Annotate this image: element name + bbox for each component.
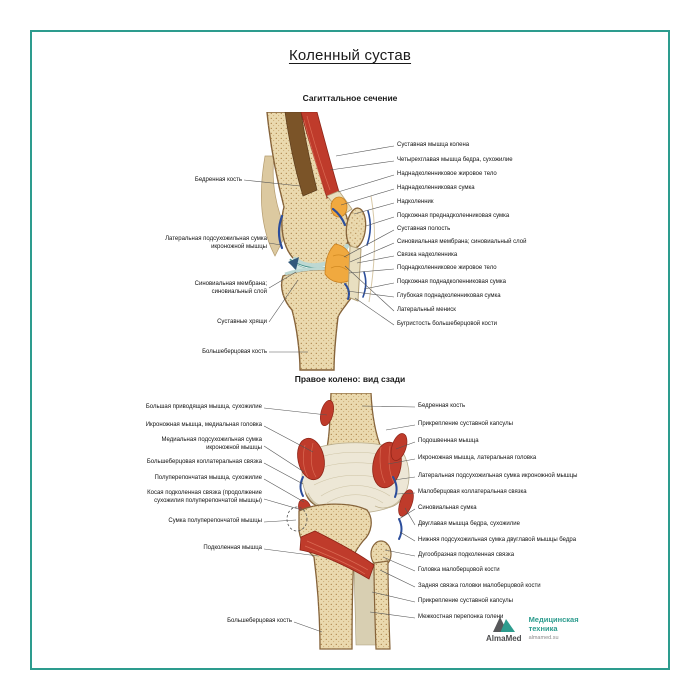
lateral-gastrocnemius-bursa-shape bbox=[392, 476, 398, 498]
label-femur-posterior: Бедренная кость bbox=[418, 403, 466, 409]
label-lateral-gastrocnemius-bursa: Латеральная подсухожильная сумка икронож… bbox=[165, 236, 267, 250]
tibia-bone-shape bbox=[280, 269, 356, 371]
label-medial-gastrocnemius-bursa: Медиальная подсухожильная сумка икроножн… bbox=[161, 437, 262, 451]
label-tibia: Большеберцовая кость bbox=[202, 349, 267, 355]
label-oblique-popliteal-ligament: Косая подколенная связка (продолжение су… bbox=[147, 490, 262, 504]
label-subcutaneous-infrapatellar-bursa: Подкожная поднадколенниковая сумка bbox=[397, 279, 506, 285]
gastrocnemius-bursa-shape bbox=[277, 214, 284, 250]
poster-title: Коленный сустав bbox=[288, 47, 412, 64]
medial-meniscus-shape bbox=[288, 257, 299, 270]
label-quadriceps-tendon: Четырехглавая мышца бедра, сухожилие bbox=[397, 157, 513, 163]
label-lateral-gastrocnemius-bursa-post: Латеральная подсухожильная сумка икронож… bbox=[418, 473, 578, 479]
label-lateral-gastrocnemius: Икроножная мышца, латеральная головка bbox=[418, 455, 537, 461]
label-interosseous-membrane: Межкостная перепонка голени bbox=[418, 614, 504, 620]
label-semimembranosus: Полуперепончатая мышца, сухожилие bbox=[154, 475, 262, 481]
prepatellar-bursa-shape bbox=[366, 210, 372, 246]
label-prepatellar-bursa: Подкожная преднадколенниковая сумка bbox=[397, 213, 510, 219]
label-infrapatellar-fat-pad: Поднадколенниковое жировое тело bbox=[397, 265, 497, 271]
label-tibia-posterior: Большеберцовая кость bbox=[227, 618, 292, 624]
sagittal-knee-illustration bbox=[261, 112, 376, 371]
label-medial-gastrocnemius: Икроножная мышца, медиальная головка bbox=[145, 422, 262, 428]
label-articularis-genus: Суставная мышца колена bbox=[397, 142, 470, 148]
almamed-tagline: Медицинская техника almamed.su bbox=[528, 615, 579, 642]
medial-gastrocnemius-bursa-shape bbox=[299, 476, 304, 497]
label-suprapatellar-bursa: Наднадколенниковая сумка bbox=[397, 185, 475, 191]
label-biceps-femoris-bursa: Нижняя подсухожильная сумка двуглавой мы… bbox=[418, 537, 577, 543]
label-lateral-meniscus: Латеральный мениск bbox=[397, 307, 456, 313]
label-capsule-attachment-lower: Прикрепление суставной капсулы bbox=[418, 598, 513, 604]
suprapatellar-bursa-shape bbox=[331, 207, 347, 227]
subcutaneous-infrapatellar-bursa-shape bbox=[362, 271, 367, 298]
label-capsule-attachment-upper: Прикрепление суставной капсулы bbox=[418, 421, 513, 427]
almamed-logo-left: AlmaMed bbox=[486, 616, 522, 643]
synovial-bursa-shape bbox=[398, 518, 403, 540]
label-arcuate-popliteal-ligament: Дугообразная подколенная связка bbox=[418, 552, 515, 558]
label-biceps-femoris: Двуглавая мышца бедра, сухожилие bbox=[418, 521, 520, 527]
label-synovial-membrane-left: Синовиальная мембрана; синовиальный слой bbox=[194, 281, 267, 295]
almamed-tagline-line1: Медицинская bbox=[528, 615, 579, 624]
label-popliteus: Подколенная мышца bbox=[203, 545, 262, 551]
patella-bone-shape bbox=[345, 207, 367, 249]
label-femur: Бедренная кость bbox=[194, 177, 242, 183]
label-synovial-bursa: Синовиальная сумка bbox=[418, 505, 477, 511]
label-synovial-membrane-right: Синовиальная мембрана; синовиальный слой bbox=[397, 239, 527, 245]
label-joint-cavity: Суставная полость bbox=[397, 226, 451, 232]
label-suprapatellar-fat-pad: Наднадколенниковое жировое тело bbox=[397, 171, 497, 177]
label-patella: Надколенник bbox=[397, 199, 434, 205]
sagittal-section-subtitle: Сагиттальное сечение bbox=[302, 93, 398, 103]
almamed-logo: AlmaMed Медицинская техника almamed.su bbox=[486, 615, 579, 643]
almamed-tagline-line2: техника bbox=[528, 623, 558, 633]
label-fibular-collateral-ligament: Малоберцовая коллатеральная связка bbox=[418, 489, 527, 495]
almamed-logo-mark-icon bbox=[492, 617, 515, 632]
label-posterior-fibular-head-ligament: Задняя связка головки малоберцовой кости bbox=[418, 583, 541, 589]
label-deep-infrapatellar-bursa: Глубокая поднадколенниковая сумка bbox=[397, 293, 501, 299]
label-articular-cartilage: Суставные хрящи bbox=[217, 319, 267, 325]
posterior-view-subtitle: Правое колено: вид сзади bbox=[294, 374, 406, 384]
label-adductor-magnus: Большая приводящая мышца, сухожилие bbox=[145, 404, 262, 410]
label-fibula-head: Головка малоберцовой кости bbox=[418, 567, 500, 573]
almamed-site-text: almamed.su bbox=[528, 635, 559, 642]
label-patellar-ligament: Связка надколенника bbox=[397, 252, 458, 258]
label-plantaris: Подошвенная мышца bbox=[418, 438, 479, 444]
label-semimembranosus-bursa: Сумка полуперепончатой мышцы bbox=[168, 518, 262, 524]
label-tibial-collateral-ligament: Большеберцовая коллатеральная связка bbox=[146, 459, 262, 465]
skin-line-shape bbox=[368, 195, 376, 303]
label-tibial-tuberosity: Бугристость большеберцовой кости bbox=[397, 321, 497, 327]
almamed-brand-text: AlmaMed bbox=[486, 634, 522, 643]
posterior-knee-illustration bbox=[286, 393, 414, 650]
